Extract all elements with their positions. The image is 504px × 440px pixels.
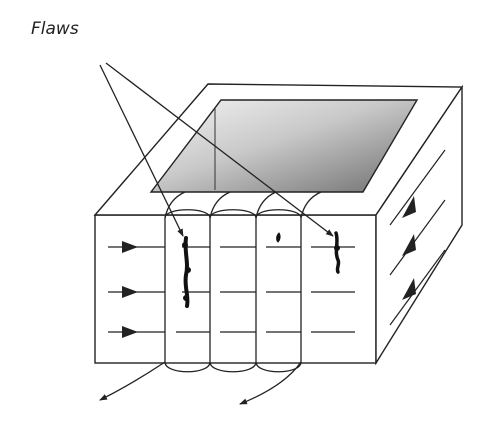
flaws-label: Flaws bbox=[31, 19, 79, 39]
leader-line-left bbox=[99, 64, 184, 237]
coil-windings bbox=[99, 191, 322, 405]
front-face bbox=[94, 214, 377, 364]
flaw-mark-small bbox=[276, 232, 281, 243]
arrow-right-icon bbox=[122, 286, 138, 298]
arrow-up-right-icon bbox=[402, 196, 416, 218]
arrow-right-icon bbox=[122, 326, 138, 338]
leader-line-right bbox=[105, 62, 334, 237]
flaw-marks bbox=[182, 231, 341, 308]
coil-loop bbox=[209, 209, 257, 373]
window-opening bbox=[149, 99, 419, 193]
flux-arrows-front bbox=[122, 241, 138, 338]
lead-wire-left bbox=[99, 361, 166, 401]
arrow-up-right-icon bbox=[402, 234, 416, 256]
flaw-leader-lines bbox=[99, 62, 334, 237]
arrow-up-right-icon bbox=[402, 278, 416, 300]
flaw-mark-right bbox=[334, 231, 341, 274]
arrow-right-icon bbox=[122, 241, 138, 253]
flux-arrows-right bbox=[402, 196, 416, 300]
coil-loop bbox=[255, 209, 302, 373]
flux-lines-right bbox=[389, 149, 446, 326]
lead-wire-right bbox=[239, 361, 302, 405]
